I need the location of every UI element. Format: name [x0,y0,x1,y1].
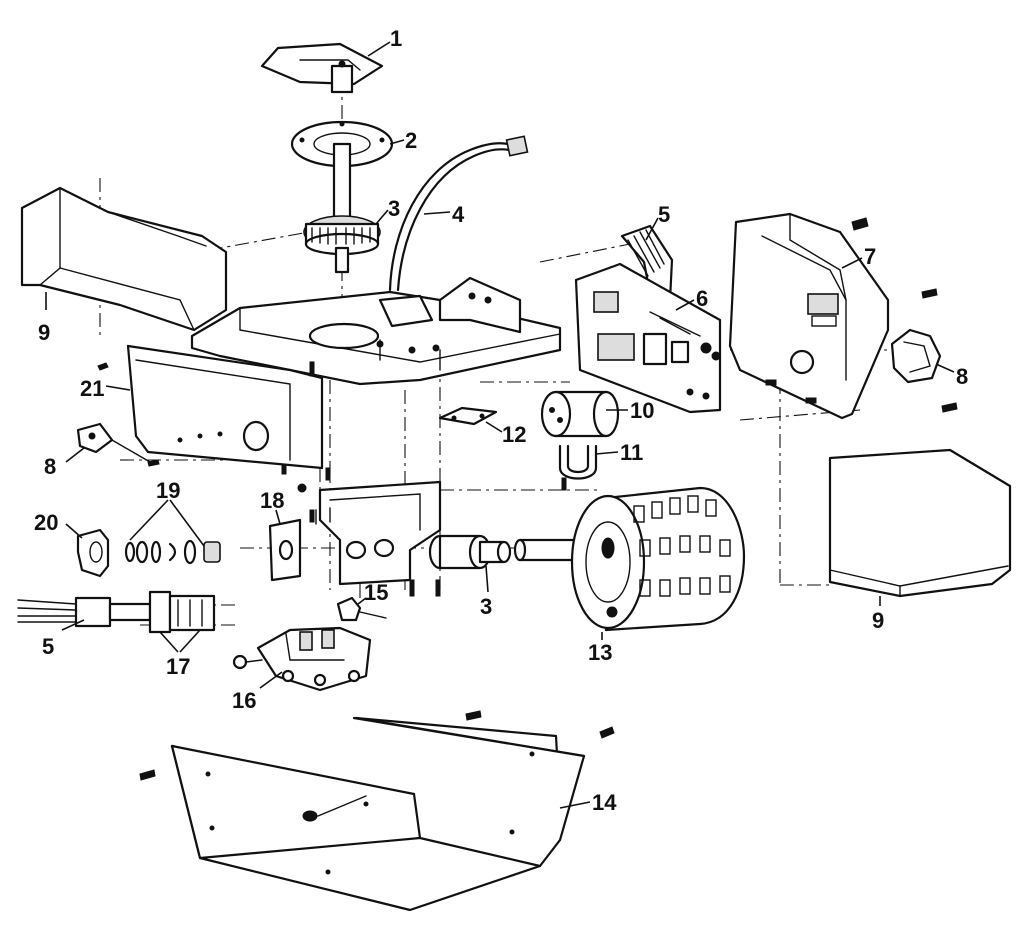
callout-14: 14 [592,790,617,815]
part-4-power-cord [388,135,529,292]
part-16-switch-assembly [232,626,372,692]
part-15-clip [336,596,387,622]
part-1-top-bracket [260,42,384,94]
callout-21: 21 [80,376,104,401]
callout-2: 2 [405,128,417,153]
callout-13: 13 [588,640,612,665]
callout-4: 4 [452,202,465,227]
screws [147,361,567,597]
callout-18: 18 [260,488,284,513]
callout-19: 19 [156,478,180,503]
part-8-right-lens [890,328,942,384]
callout-3-top: 3 [388,196,400,221]
part-21-side-shield [97,344,324,470]
callout-5-bottom: 5 [42,634,54,659]
part-8-left-switch [76,422,151,463]
callout-17: 17 [166,654,190,679]
callout-11: 11 [620,440,643,465]
part-5-wire-harness [620,224,674,306]
callout-15: 15 [364,580,388,605]
part-19-washers [124,539,221,565]
callout-1: 1 [390,26,402,51]
callout-9-right: 9 [872,608,884,633]
callout-20: 20 [34,510,58,535]
chassis-frame [190,276,562,386]
part-13-motor [513,486,746,632]
part-7-rear-panel [728,212,958,420]
callout-6: 6 [696,286,708,311]
part-9-right-cover [828,448,1012,598]
part-9-left-cover [20,186,228,332]
callout-10: 10 [630,398,654,423]
leader-lines [45,41,955,809]
callout-5-top: 5 [658,202,670,227]
part-14-bottom-tray [139,710,615,912]
part-10-capacitor [540,390,620,438]
part-17-plug-assembly [17,590,216,634]
callout-8-right: 8 [956,364,968,389]
part-12-bracket [438,406,498,426]
callout-7: 7 [864,244,876,269]
callout-12: 12 [502,422,526,447]
callout-3-bottom: 3 [480,594,492,619]
part-18-motor-bracket [268,480,442,586]
part-3-coupling [428,534,512,570]
part-6-circuit-board [574,262,722,414]
callout-labels: 1 2 3 4 5 6 7 8 9 21 8 10 11 12 19 20 18… [34,26,968,815]
callout-16: 16 [232,688,256,713]
part-11-clamp [558,444,598,480]
callout-9-left: 9 [38,320,50,345]
part-3-gear-shaft [303,142,381,274]
callout-8-left: 8 [44,454,56,479]
part-20-knob [76,528,110,578]
